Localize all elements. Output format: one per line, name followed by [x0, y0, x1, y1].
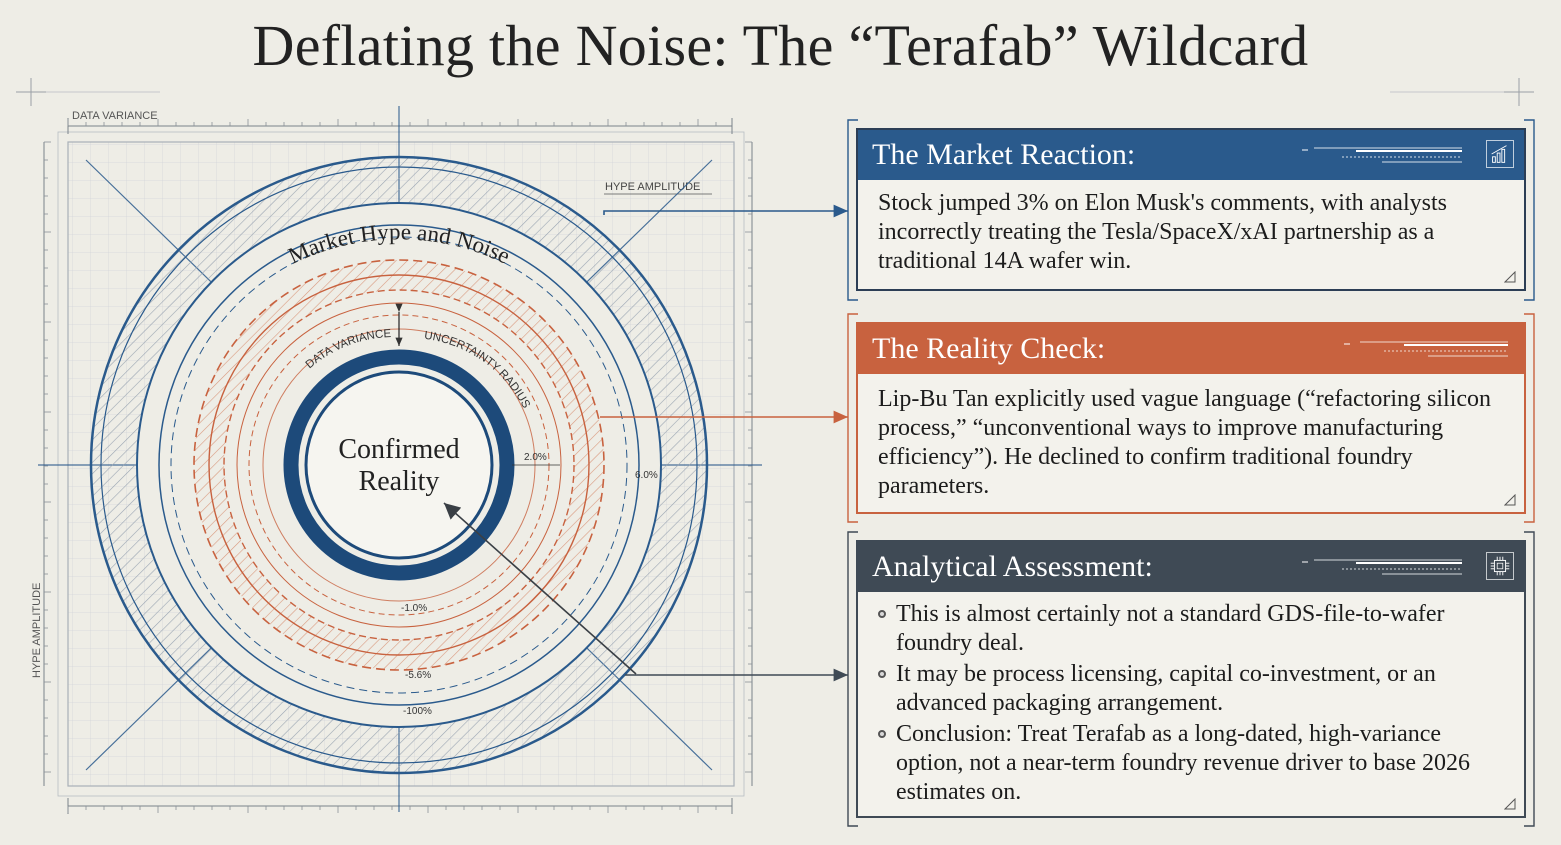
side-axis-label: HYPE AMPLITUDE [31, 583, 43, 678]
top-axis-label: DATA VARIANCE [72, 110, 158, 122]
market-reaction-panel: The Market Reaction: Stock jumped 3% on … [856, 128, 1526, 291]
confirmed-reality-label-line1: Confirmed [338, 434, 459, 465]
market-reaction-header: The Market Reaction: [858, 130, 1524, 180]
list-item: Conclusion: Treat Terafab as a long-date… [878, 720, 1510, 807]
confirmed-reality-label-line2: Reality [359, 466, 440, 497]
corner-axis-label: HYPE AMPLITUDE [605, 181, 700, 193]
list-item: This is almost certainly not a standard … [878, 600, 1510, 658]
header-decoration [1302, 559, 1462, 575]
top-ruler [43, 118, 753, 814]
reality-check-header: The Reality Check: [858, 324, 1524, 374]
tick-label-1: -1.0% [401, 603, 427, 614]
chip-icon [1486, 552, 1514, 580]
tick-label-2: 2.0% [524, 452, 547, 463]
page-title: Deflating the Noise: The “Terafab” Wildc… [252, 13, 1309, 78]
analytical-assessment-panel: Analytical Assessment: This is almost ce… [856, 540, 1526, 818]
tick-label-6: 6.0% [635, 470, 658, 481]
market-reaction-title: The Market Reaction: [872, 138, 1136, 171]
assessment-bullet-list: This is almost certainly not a standard … [878, 600, 1510, 807]
corner-icon [1504, 271, 1516, 283]
market-reaction-text: Stock jumped 3% on Elon Musk's comments,… [878, 190, 1447, 274]
analytical-assessment-title: Analytical Assessment: [872, 550, 1153, 583]
reality-check-panel: The Reality Check: Lip-Bu Tan explicitly… [856, 322, 1526, 514]
reality-pointer-arrow [443, 502, 637, 675]
header-decoration [1302, 147, 1462, 163]
analytical-assessment-text: This is almost certainly not a standard … [878, 600, 1510, 809]
tick-label-5: -5.6% [405, 670, 431, 681]
market-reaction-connector [603, 204, 848, 218]
confirmed-reality-ring [283, 349, 515, 581]
tick-label-100: -100% [403, 706, 432, 717]
ruler-ticks [44, 119, 752, 813]
registration-marks [16, 78, 1534, 106]
bar-chart-icon [1486, 140, 1514, 168]
corner-icon [1504, 494, 1516, 506]
reality-check-text: Lip-Bu Tan explicitly used vague languag… [878, 386, 1492, 499]
bullet-icon [878, 670, 886, 678]
bullet-icon [878, 610, 886, 618]
header-decoration [1344, 341, 1508, 357]
analytical-assessment-header: Analytical Assessment: [858, 542, 1524, 592]
bullet-icon [878, 730, 886, 738]
list-item: It may be process licensing, capital co-… [878, 660, 1510, 718]
reality-check-title: The Reality Check: [872, 332, 1106, 365]
corner-icon [1504, 798, 1516, 810]
